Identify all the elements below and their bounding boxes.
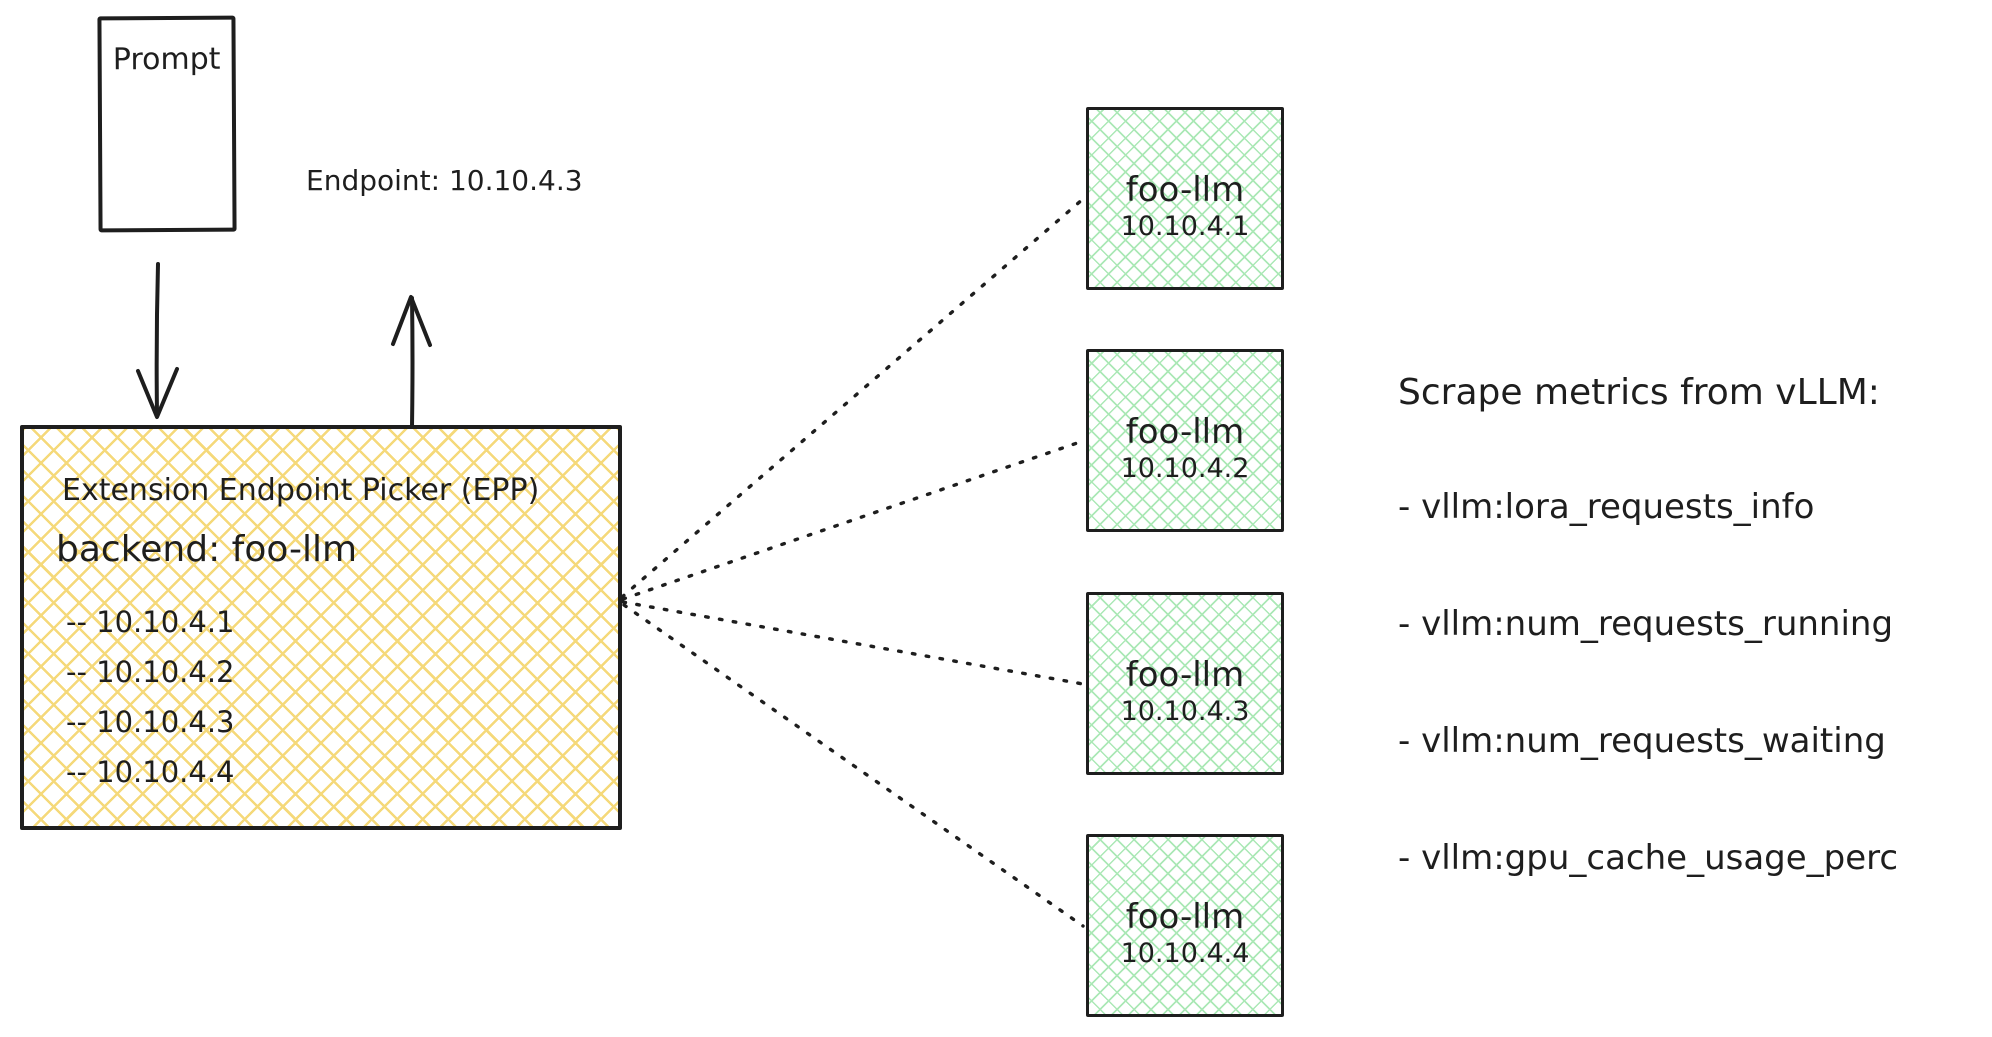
arrow-prompt-to-epp-head (136, 367, 179, 419)
backend-node-ip: 10.10.4.1 (1120, 211, 1250, 242)
connector-epp-backend-3 (621, 600, 1085, 686)
epp-box: Extension Endpoint Picker (EPP) backend:… (20, 425, 622, 830)
backend-node-name: foo-llm (1125, 412, 1245, 452)
epp-backend-line: backend: foo-llm (56, 529, 358, 570)
metrics-note-item: - vllm:num_requests_running (1398, 604, 1894, 644)
backend-node-name: foo-llm (1125, 897, 1245, 937)
backend-node-ip: 10.10.4.3 (1120, 696, 1250, 727)
metrics-note-title: Scrape metrics from vLLM: (1398, 372, 1880, 413)
epp-endpoint-item: -- 10.10.4.2 (66, 655, 235, 689)
backend-node-4: foo-llm 10.10.4.4 (1086, 834, 1284, 1017)
backend-node-1: foo-llm 10.10.4.1 (1086, 107, 1284, 290)
backend-node-3: foo-llm 10.10.4.3 (1086, 592, 1284, 775)
arrow-prompt-to-epp (154, 262, 160, 416)
epp-endpoint-item: -- 10.10.4.1 (66, 605, 235, 639)
backend-node-name: foo-llm (1125, 655, 1245, 695)
backend-node-ip: 10.10.4.4 (1120, 938, 1250, 969)
arrow-epp-to-endpoint-head (391, 295, 432, 347)
epp-title: Extension Endpoint Picker (EPP) (62, 473, 540, 508)
epp-endpoint-item: -- 10.10.4.3 (66, 705, 235, 739)
backend-node-2: foo-llm 10.10.4.2 (1086, 349, 1284, 532)
arrow-epp-to-endpoint (410, 296, 415, 429)
connector-epp-backend-2 (621, 439, 1085, 601)
metrics-note-item: - vllm:gpu_cache_usage_perc (1398, 838, 1899, 878)
metrics-note-item: - vllm:num_requests_waiting (1398, 721, 1886, 761)
endpoint-label: Endpoint: 10.10.4.3 (306, 164, 583, 197)
connector-epp-backend-1 (620, 197, 1085, 599)
metrics-note-item: - vllm:lora_requests_info (1398, 487, 1815, 527)
prompt-box: Prompt (97, 15, 237, 233)
backend-node-name: foo-llm (1125, 170, 1245, 210)
backend-node-ip: 10.10.4.2 (1120, 453, 1250, 484)
prompt-box-label: Prompt (112, 41, 221, 78)
connector-epp-backend-4 (622, 603, 1085, 928)
epp-endpoint-item: -- 10.10.4.4 (66, 755, 235, 789)
